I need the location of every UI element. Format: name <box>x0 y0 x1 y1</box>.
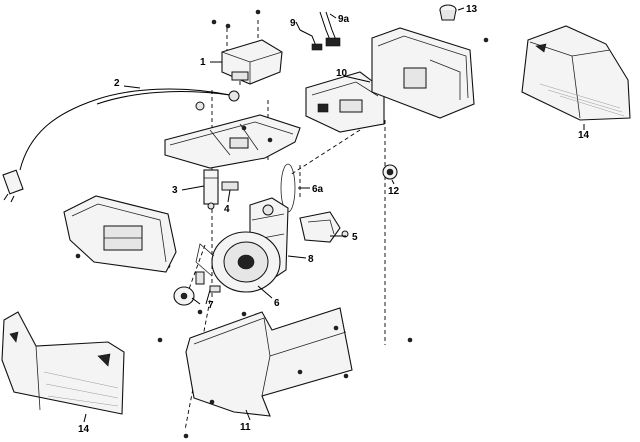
callout-5: 5 <box>352 232 358 243</box>
callout-11: 11 <box>240 422 251 433</box>
logic-board <box>305 71 385 133</box>
callout-2: 2 <box>114 78 120 89</box>
callout-7: 7 <box>208 300 214 311</box>
callout-14-left: 14 <box>78 424 90 435</box>
callout-9: 9 <box>290 18 296 29</box>
end-panel <box>63 195 177 273</box>
light-socket-bracket <box>299 211 349 243</box>
callout-1: 1 <box>200 57 206 68</box>
chassis-plate <box>164 101 301 169</box>
callout-14-right: 14 <box>578 130 590 141</box>
control-housing <box>371 27 489 119</box>
callout-6a: 6a <box>312 184 324 195</box>
lens-knob <box>439 4 457 21</box>
motor <box>195 231 281 293</box>
light-lens-left <box>1 311 125 415</box>
power-cord <box>2 88 240 203</box>
light-lens-right <box>521 25 631 121</box>
callout-4: 4 <box>224 204 230 215</box>
callout-8: 8 <box>308 254 314 265</box>
top-cover <box>211 9 283 85</box>
callout-labels: 1 2 3 4 5 6 6a 7 8 9 9a 10 11 12 13 14 1… <box>78 4 590 435</box>
callout-13: 13 <box>466 4 478 15</box>
wire-harness <box>299 11 341 51</box>
callout-9a: 9a <box>338 14 350 25</box>
callout-10: 10 <box>336 68 348 79</box>
capacitor-parts <box>165 263 221 315</box>
callout-3: 3 <box>172 185 178 196</box>
limit-bracket <box>203 169 239 210</box>
callout-12: 12 <box>388 186 400 197</box>
small-gear <box>382 164 398 180</box>
bottom-cover-plate <box>157 307 413 439</box>
callout-6: 6 <box>274 298 280 309</box>
leader-lines <box>83 7 585 423</box>
